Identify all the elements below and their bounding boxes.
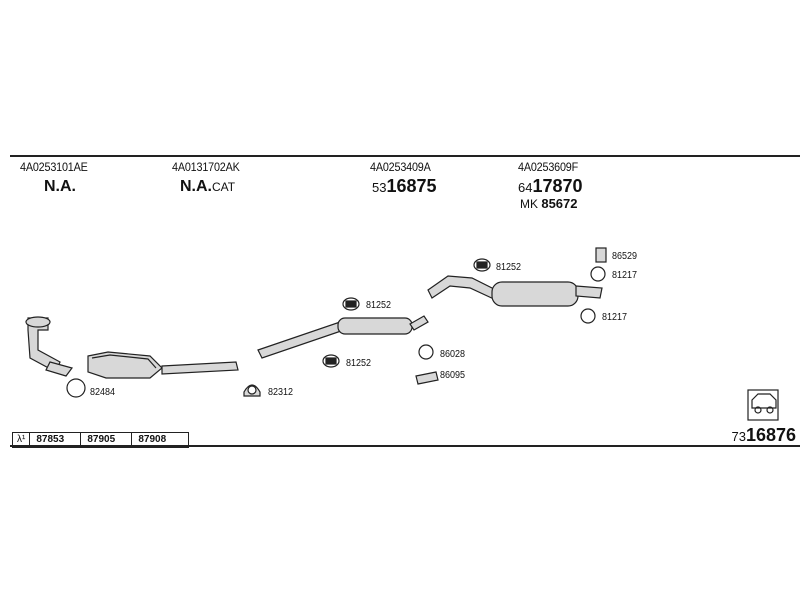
top-rule [10,155,800,157]
table-cell: 87908 [131,433,188,447]
bottom-rule [10,445,800,447]
diagram-ref-number: 7316876 [731,425,796,445]
column-3: 4A0253409A [370,160,437,174]
part-82484-ring [66,378,86,398]
part-81252-mount-b [322,354,340,368]
part-81217-ring-b [580,308,596,324]
column-4: 4A0253609F [518,160,585,174]
code-82312: 82312 [268,387,294,398]
column-2: 4A0131702AK N.A.CAT [172,160,247,196]
part-81252-mount-a [342,297,360,311]
code-86028: 86028 [440,349,466,360]
code-86095: 86095 [440,370,466,381]
variant-table: λ¹ 87853 87905 87908 [12,432,190,448]
catalytic-converter [87,351,239,379]
label-1: N.A. [44,178,76,195]
part-86028-ring [418,344,434,360]
code-81217-b: 81217 [602,312,628,323]
code-81217-a: 81217 [612,270,638,281]
part-86529-clip [595,247,607,263]
middle-muffler [337,315,429,335]
part-86095-gasket [415,371,439,385]
ref-number-3: 5316875 [372,176,437,196]
part-number-4: 4A0253609F [518,160,579,174]
code-82484: 82484 [90,387,116,398]
part-81252-mount-c [473,258,491,272]
car-symbol-icon [747,389,779,421]
part-number-3: 4A0253409A [370,160,431,174]
part-number-1: 4A0253101AE [20,160,88,174]
code-81252-a: 81252 [366,300,392,311]
code-81252-c: 81252 [496,262,522,273]
code-86529: 86529 [612,251,638,262]
column-1: 4A0253101AE N.A. [20,160,95,196]
part-82312-clamp [243,384,261,397]
code-81252-b: 81252 [346,358,372,369]
table-cell: 87905 [80,433,131,447]
part-number-2: 4A0131702AK [172,160,240,174]
part-81217-ring-a [590,266,606,282]
table-cell: 87853 [29,433,80,447]
label-2: N.A.CAT [180,178,236,195]
middle-pipe [257,321,345,359]
table-symbol: λ¹ [17,434,26,445]
mk-number: MK 85672 [520,196,578,211]
ref-number-4: 6417870 [518,176,583,196]
front-pipe [25,316,74,377]
rear-muffler [427,275,603,307]
